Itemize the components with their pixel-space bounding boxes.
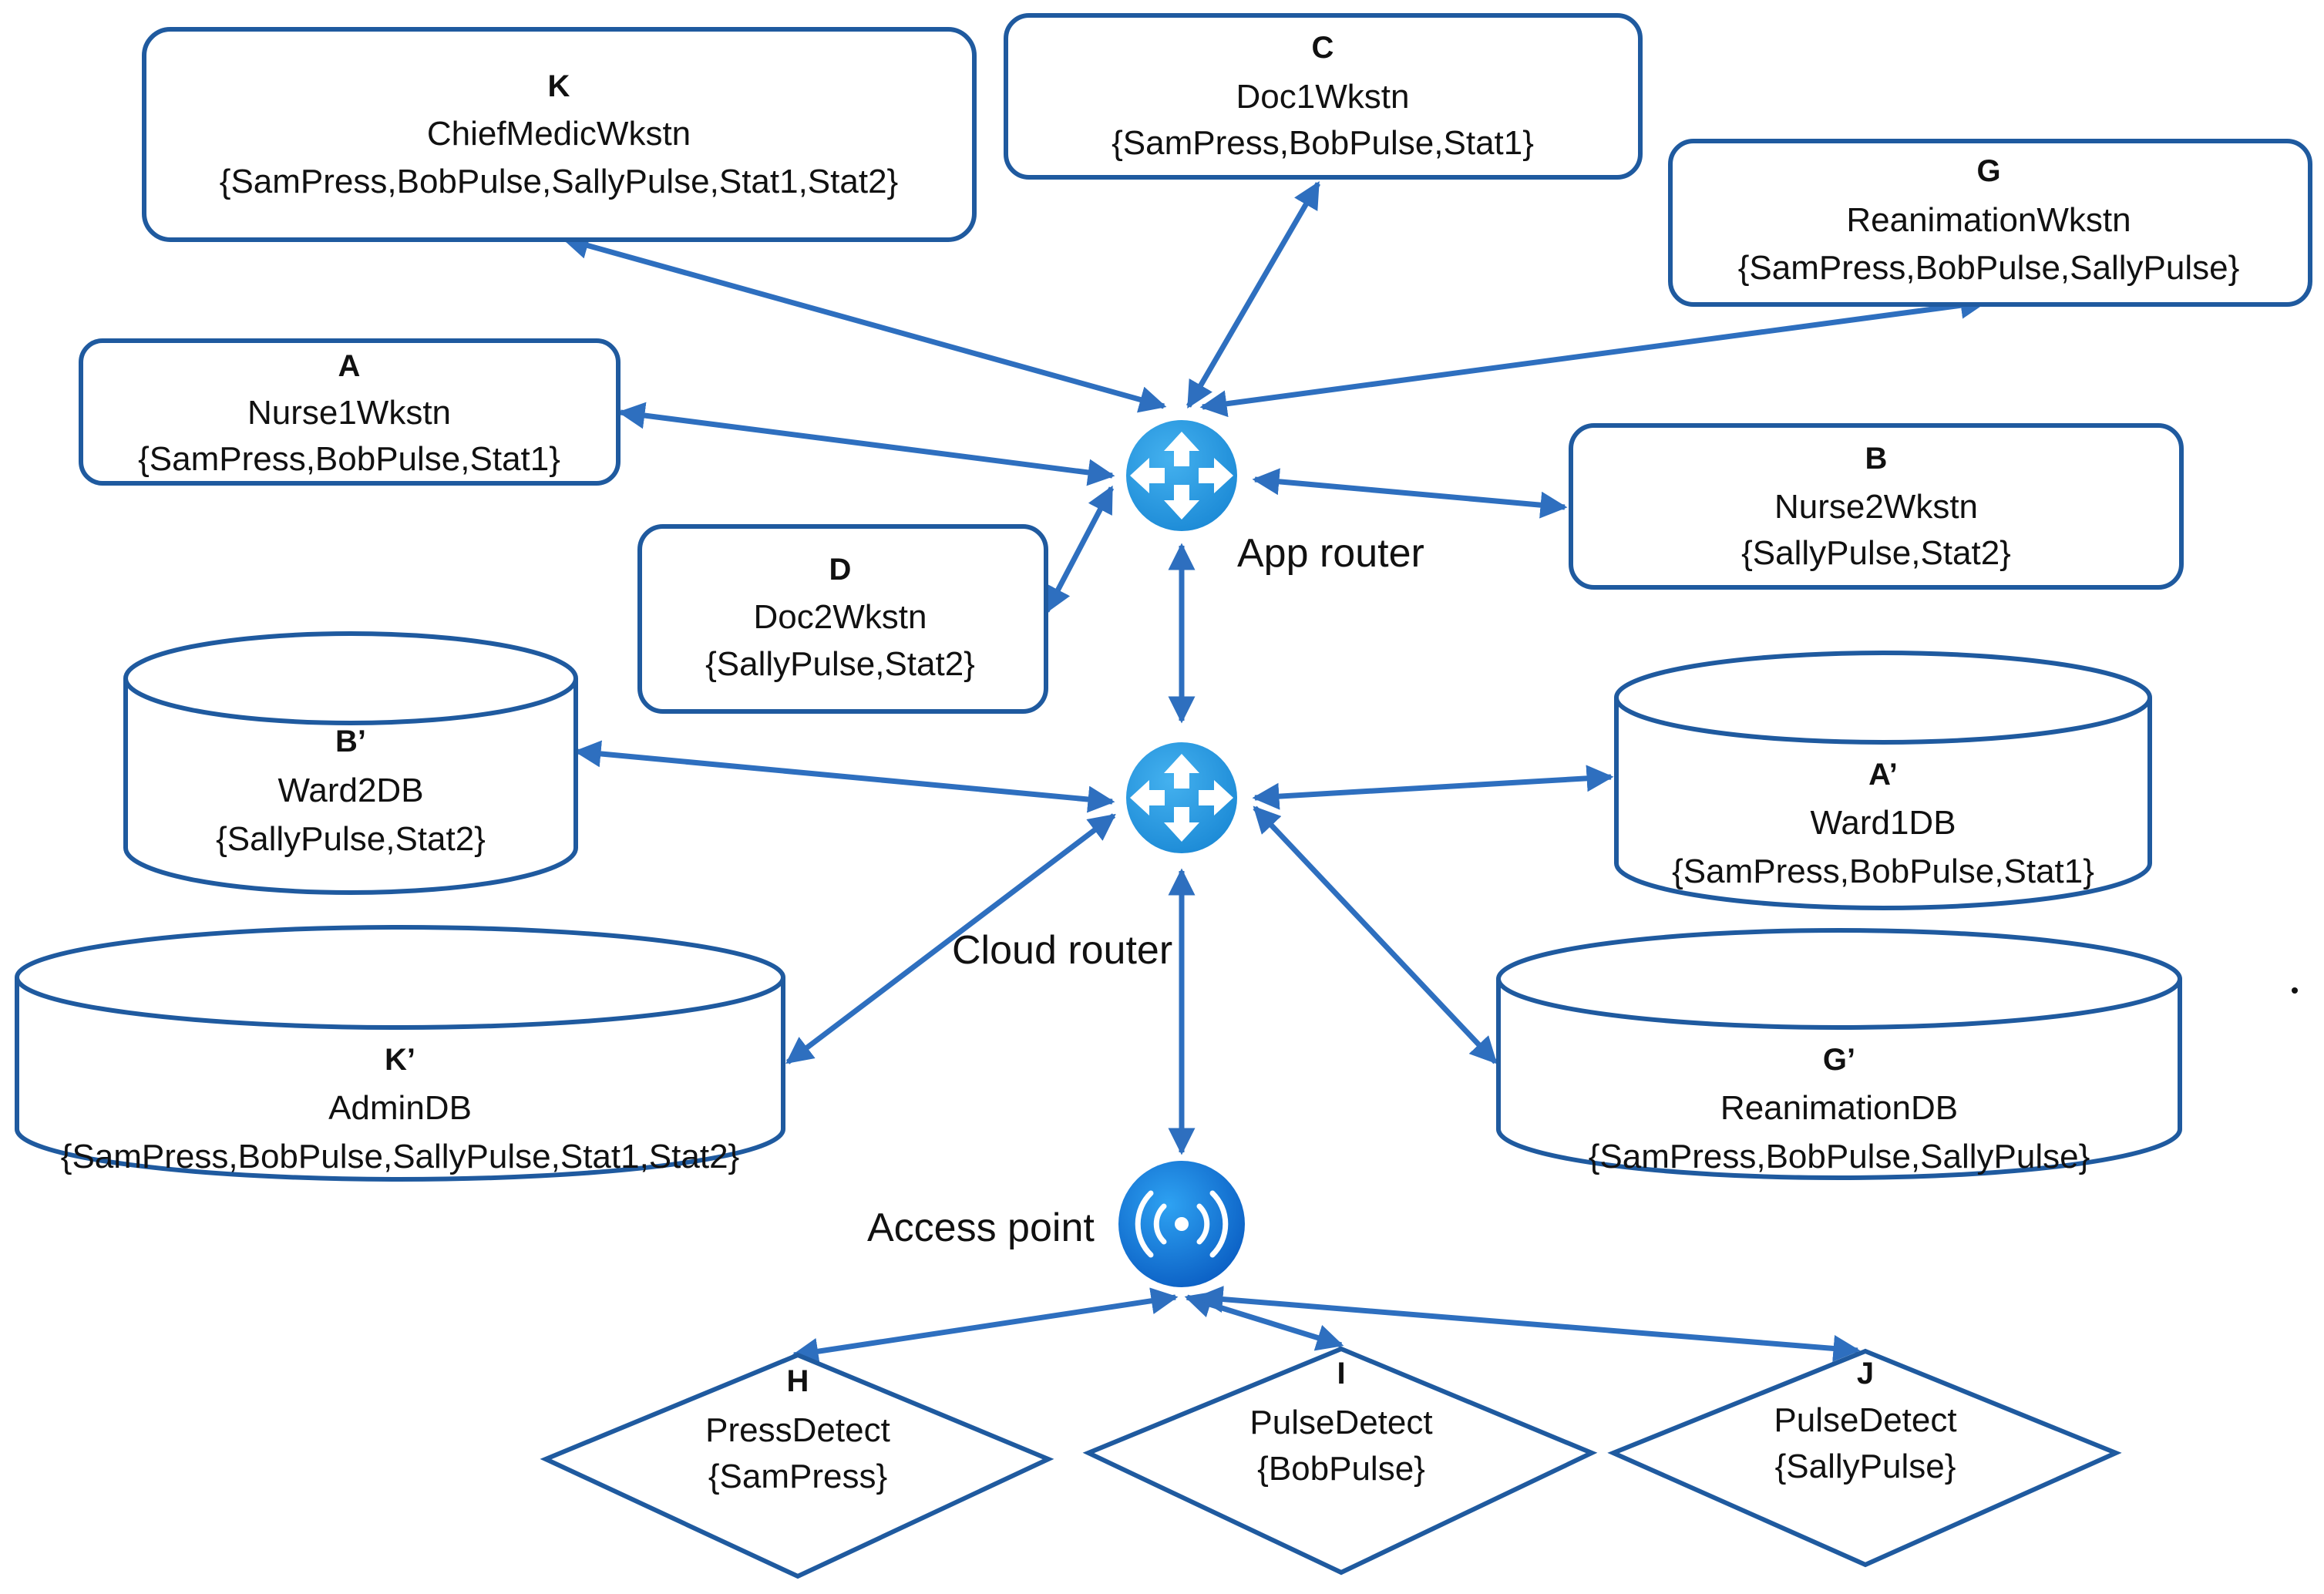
sensor-h[interactable]: H PressDetect {SamPress}	[540, 1352, 1054, 1579]
node-name: ChiefMedicWkstn	[427, 115, 691, 153]
database-cylinder	[15, 977, 785, 1182]
node-sets: {SallyPulse}	[1775, 1448, 1956, 1485]
sensor-j[interactable]: J PulseDetect {SallyPulse}	[1607, 1348, 2122, 1568]
node-letter: A’	[1868, 758, 1898, 792]
node-sets: {SamPress,BobPulse,SallyPulse}	[1589, 1138, 2090, 1175]
edge-bprime-cloud	[573, 740, 1115, 813]
database-b-prime[interactable]: B’ Ward2DB {SallyPulse,Stat2}	[123, 631, 578, 895]
workstation-box	[1569, 423, 2184, 590]
node-letter: K	[548, 69, 570, 103]
workstation-box	[79, 338, 621, 486]
router-icon	[1126, 420, 1237, 531]
database-cylinder	[123, 678, 578, 895]
sensor-diamond	[1082, 1346, 1598, 1576]
workstation-k[interactable]: K ChiefMedicWkstn {SamPress,BobPulse,Sal…	[142, 27, 977, 242]
workstation-d[interactable]: D Doc2Wkstn {SallyPulse,Stat2}	[637, 524, 1048, 714]
node-name: AdminDB	[328, 1089, 472, 1127]
node-letter: B	[1865, 442, 1888, 476]
app-router[interactable]: App router	[1126, 420, 1424, 576]
edge-k-app	[561, 232, 1167, 413]
cloud-router[interactable]: Cloud router	[952, 742, 1237, 973]
node-letter: G	[1976, 154, 2000, 188]
edge-c-app	[1186, 180, 1321, 409]
database-top	[1614, 651, 2152, 745]
node-name: Doc1Wkstn	[1236, 78, 1410, 116]
node-sets: {SamPress,BobPulse,SallyPulse}	[1738, 249, 2240, 287]
node-name: ReanimationDB	[1720, 1089, 1958, 1127]
edges	[561, 180, 1988, 1365]
node-sets: {SamPress,BobPulse,SallyPulse,Stat1,Stat…	[61, 1138, 740, 1175]
node-sets: {SamPress}	[708, 1458, 887, 1495]
router-label: Cloud router	[952, 928, 1172, 973]
workstation-box	[637, 524, 1048, 714]
edge-aprime-cloud	[1252, 765, 1614, 810]
node-letter: J	[1857, 1357, 1874, 1391]
node-name: Nurse2Wkstn	[1774, 488, 1978, 526]
database-top	[1496, 928, 2182, 1030]
router-label: App router	[1237, 531, 1424, 576]
edge-g-app	[1199, 291, 1988, 418]
node-name: PulseDetect	[1774, 1401, 1956, 1439]
edge-d-app	[1044, 485, 1115, 614]
database-cylinder	[1496, 979, 2182, 1180]
workstation-box	[142, 27, 977, 242]
workstation-box	[1668, 139, 2312, 307]
database-top	[15, 925, 785, 1030]
node-letter: G’	[1823, 1043, 1855, 1077]
node-letter: A	[338, 349, 361, 383]
node-name: Nurse1Wkstn	[247, 394, 451, 432]
node-name: ReanimationWkstn	[1846, 201, 2131, 239]
stray-dot	[2292, 987, 2298, 994]
database-k-prime[interactable]: K’ AdminDB {SamPress,BobPulse,SallyPulse…	[15, 925, 785, 1182]
workstation-a[interactable]: A Nurse1Wkstn {SamPress,BobPulse,Stat1}	[79, 338, 621, 486]
node-name: PulseDetect	[1249, 1404, 1432, 1441]
node-name: Ward2DB	[277, 772, 423, 809]
sensor-diamond	[540, 1352, 1054, 1579]
node-letter: D	[829, 553, 852, 587]
node-sets: {SamPress,BobPulse,Stat1}	[1112, 124, 1534, 162]
node-name: Doc2Wkstn	[754, 598, 927, 636]
edge-gprime-cloud	[1253, 805, 1498, 1064]
wifi-icon	[1118, 1161, 1245, 1287]
node-letter: I	[1337, 1357, 1345, 1391]
node-letter: B’	[335, 725, 366, 758]
node-sets: {BobPulse}	[1257, 1450, 1425, 1488]
access-point[interactable]: Access point	[867, 1161, 1245, 1287]
router-icon	[1126, 742, 1237, 853]
database-cylinder	[1614, 698, 2152, 910]
workstation-b[interactable]: B Nurse2Wkstn {SallyPulse,Stat2}	[1569, 423, 2184, 590]
edge-kprime-cloud	[785, 813, 1116, 1064]
node-name: PressDetect	[705, 1411, 890, 1449]
workstation-box	[1004, 13, 1643, 180]
node-name: Ward1DB	[1810, 804, 1956, 842]
sensor-diamond	[1607, 1348, 2122, 1568]
sensor-i[interactable]: I PulseDetect {BobPulse}	[1082, 1346, 1598, 1576]
node-sets: {SallyPulse,Stat2}	[216, 820, 486, 858]
node-letter: H	[787, 1364, 809, 1398]
workstation-c[interactable]: C Doc1Wkstn {SamPress,BobPulse,Stat1}	[1004, 13, 1643, 180]
workstation-g[interactable]: G ReanimationWkstn {SamPress,BobPulse,Sa…	[1668, 139, 2312, 307]
node-sets: {SamPress,BobPulse,SallyPulse,Stat1,Stat…	[220, 163, 899, 200]
node-sets: {SallyPulse,Stat2}	[1741, 534, 2011, 572]
node-sets: {SamPress,BobPulse,Stat1}	[138, 440, 560, 478]
node-sets: {SallyPulse,Stat2}	[705, 645, 975, 683]
edge-ap-j	[1196, 1286, 1861, 1362]
access-point-label: Access point	[867, 1206, 1095, 1250]
database-top	[123, 631, 578, 725]
node-letter: C	[1312, 31, 1334, 65]
edge-a-app	[617, 402, 1115, 486]
database-g-prime[interactable]: G’ ReanimationDB {SamPress,BobPulse,Sall…	[1496, 928, 2182, 1180]
database-a-prime[interactable]: A’ Ward1DB {SamPress,BobPulse,Stat1}	[1614, 651, 2152, 910]
edge-b-app	[1252, 468, 1568, 519]
node-letter: K’	[385, 1043, 415, 1077]
node-sets: {SamPress,BobPulse,Stat1}	[1672, 852, 2094, 890]
edge-ap-h	[791, 1287, 1179, 1365]
